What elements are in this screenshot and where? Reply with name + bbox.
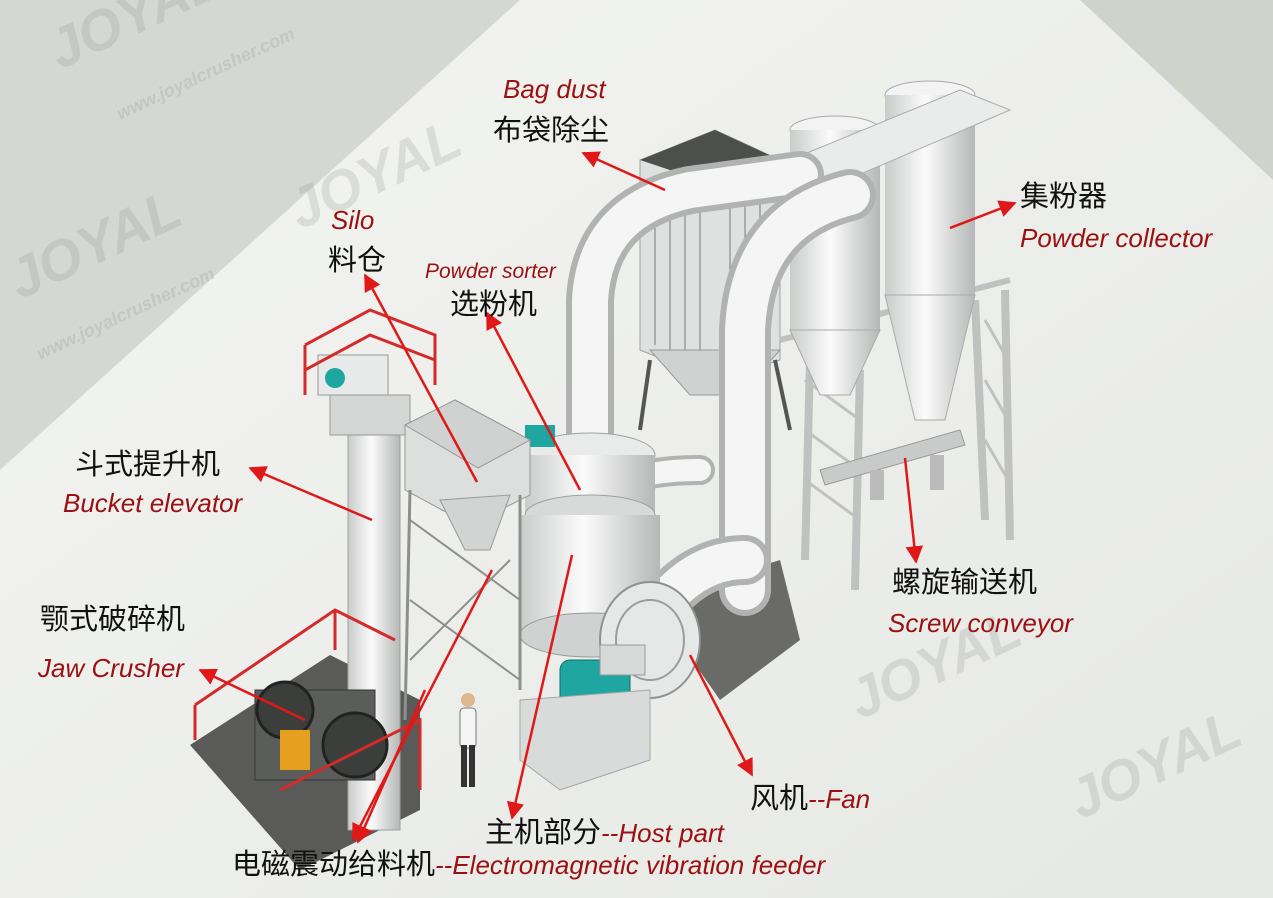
label-bucket-elevator-zh: 斗式提升机 [75,447,221,481]
label-jaw-crusher-zh: 颚式破碎机 [40,602,186,636]
label-fan-sep: -- [808,784,826,814]
label-vibration-feeder-zh: 电磁震动给料机 [232,847,436,881]
arrow-screw-conveyor [903,457,924,564]
label-fan-zh: 风机 [750,781,809,815]
silo [403,399,532,721]
label-bag-dust-zh: 布袋除尘 [493,113,610,147]
floor-edge [1080,0,1273,180]
label-host-part-zh: 主机部分 [485,815,602,849]
arrow-jaw-crusher [198,668,306,722]
cyclone-frame [779,277,1014,591]
arrow-feeder-a [351,569,494,842]
arrow-powder-sorter [485,311,582,491]
label-powder-collector-zh: 集粉器 [1020,179,1108,213]
label-host-part-sep: -- [601,818,619,848]
arrow-bucket-elevator [248,466,373,522]
label-vibration-feeder: 电磁震动给料机 -- Electromagnetic vibration fee… [232,850,825,879]
label-host-part-en: Host part [618,818,724,848]
worker-figure [459,693,477,787]
label-jaw-crusher-en: Jaw Crusher [38,653,184,683]
label-vibration-feeder-en: Electromagnetic vibration feeder [452,850,826,880]
arrow-fan [688,654,754,777]
bucket-elevator [303,308,437,831]
label-screw-conveyor-en: Screw conveyor [888,608,1073,638]
arrow-powder-collector [949,200,1017,230]
label-bucket-elevator-en: Bucket elevator [63,488,243,518]
fan [559,581,701,709]
elevator-railing [303,308,437,395]
label-fan-en: Fan [825,784,871,814]
label-fan: 风机 -- Fan [750,784,870,813]
mill-base [519,689,651,791]
crusher-railing [193,608,422,792]
arrow-bag-dust [581,151,666,192]
label-host-part: 主机部分 -- Host part [485,818,724,847]
jaw-crusher [193,608,422,792]
label-silo-zh: 料仓 [328,243,387,277]
label-bag-dust-en: Bag dust [503,74,606,104]
arrow-host-part [506,554,574,820]
label-vibration-feeder-sep: -- [435,850,453,880]
arrow-feeder-b [356,689,427,844]
label-silo-en: Silo [331,205,375,235]
screw-conveyor [819,429,966,500]
label-screw-conveyor-zh: 螺旋输送机 [892,565,1038,599]
label-powder-sorter-en: Powder sorter [425,260,556,283]
label-powder-sorter-zh: 选粉机 [450,287,538,321]
label-powder-collector-en: Powder collector [1020,223,1213,253]
callout-arrows [198,151,1017,844]
arrow-silo [363,273,479,483]
